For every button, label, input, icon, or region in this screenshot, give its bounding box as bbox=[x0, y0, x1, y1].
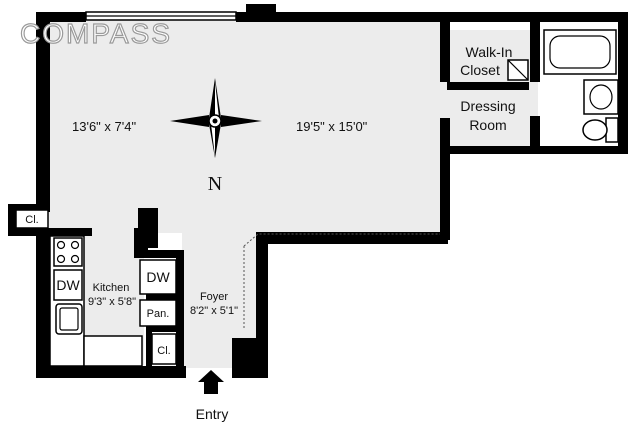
left-closet bbox=[15, 209, 49, 229]
entry-label: Entry bbox=[196, 406, 229, 422]
foyer-boundary bbox=[70, 233, 440, 355]
kitchen-dimensions: 9'3" x 5'8" bbox=[88, 296, 136, 308]
watermark-logo: COMPASS bbox=[20, 18, 172, 49]
kitchen-label: Kitchen bbox=[93, 282, 130, 294]
living-main-dimensions: 19'5" x 15'0" bbox=[296, 119, 368, 134]
pantry bbox=[139, 299, 177, 327]
pantry-label: Pan. bbox=[147, 308, 170, 320]
dishwasher-right-label: DW bbox=[146, 269, 170, 285]
left-closet-label: Cl. bbox=[25, 214, 38, 226]
window bbox=[85, 11, 237, 21]
walls bbox=[8, 4, 628, 378]
floor-area bbox=[48, 18, 538, 368]
entry-arrow-icon bbox=[198, 370, 224, 394]
kitchen-sink bbox=[55, 303, 83, 335]
walk-in-closet-label-line2: Closet bbox=[460, 62, 500, 78]
walk-in-closet-label-line1: Walk-In bbox=[466, 44, 513, 60]
compass-rose bbox=[170, 78, 262, 158]
living-left-dimensions: 13'6" x 7'4" bbox=[72, 119, 136, 134]
dishwasher-left-label: DW bbox=[56, 277, 80, 293]
dressing-room-label-line1: Dressing bbox=[460, 98, 515, 114]
foyer-closet-label: Cl. bbox=[157, 345, 170, 357]
compass-north-label: N bbox=[208, 173, 222, 195]
stove bbox=[53, 237, 83, 267]
dishwasher-left bbox=[53, 269, 83, 301]
foyer-label: Foyer bbox=[200, 291, 228, 303]
bathtub bbox=[543, 29, 617, 75]
dressing-room-label-line2: Room bbox=[469, 117, 506, 133]
toilet bbox=[582, 117, 619, 143]
closet-shelf bbox=[507, 59, 529, 81]
foyer-closet bbox=[151, 333, 177, 365]
dishwasher-right bbox=[139, 259, 177, 295]
bathroom-sink bbox=[583, 79, 619, 115]
foyer-dimensions: 8'2" x 5'1" bbox=[190, 305, 238, 317]
